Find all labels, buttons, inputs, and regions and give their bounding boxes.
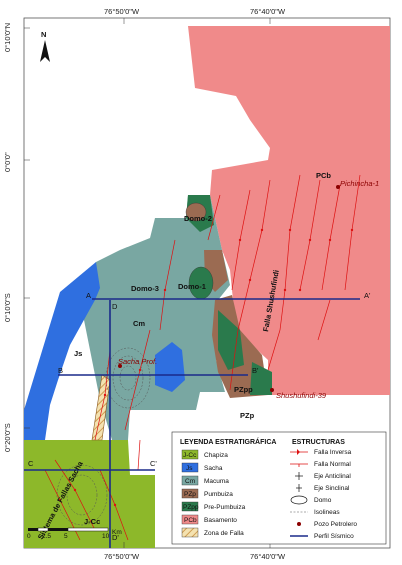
legend-item-falla-normal: Falla Normal (314, 461, 351, 468)
label-profile-d-prime: D' (112, 533, 119, 542)
label-well-sacha: Sacha Prof. (118, 357, 157, 366)
svg-text:PCb: PCb (184, 517, 197, 524)
unit-prepumbuiza-2 (218, 310, 244, 370)
scale-tick-0: 0 (27, 533, 31, 540)
label-profile-b: B (58, 366, 63, 375)
legend-item-domo: Domo (314, 497, 332, 504)
label-well-shushufindi: Shushufindi-39 (276, 391, 327, 400)
seismic-profiles (24, 298, 360, 548)
legend-item-pozo: Pozo Petrolero (314, 521, 357, 528)
isolines (56, 347, 151, 526)
label-pzp: PZp (240, 411, 255, 420)
coord-left-4: 0°20'0"S (3, 423, 12, 452)
well-pichincha (336, 185, 340, 189)
well-sacha (118, 364, 122, 368)
label-domo1: Domo-1 (178, 282, 206, 291)
svg-text:Js: Js (186, 465, 193, 472)
legend-item-basamento: Basamento (204, 517, 237, 524)
unit-prepumbuiza-3 (250, 362, 272, 395)
svg-text:PZpp: PZpp (183, 504, 199, 511)
legend-strat-title: LEYENDA ESTRATIGRÁFICA (180, 437, 276, 446)
well-shushufindi (270, 388, 274, 392)
north-arrow-icon: N (40, 30, 50, 62)
label-profile-c-prime: C' (150, 459, 157, 468)
label-domo3: Domo-3 (131, 284, 159, 293)
svg-text:PZp: PZp (184, 491, 196, 498)
legend-item-zona-falla: Zona de Falla (204, 530, 244, 537)
dome-2 (185, 202, 207, 222)
legend-item-prepumbuiza: Pre-Pumbuiza (204, 504, 246, 511)
label-js: Js (74, 349, 82, 358)
legend-item-sacha: Sacha (204, 465, 223, 472)
legend-item-chapiza: Chapiza (204, 452, 228, 459)
label-profile-a-prime: A' (364, 291, 371, 300)
north-label: N (41, 30, 46, 39)
svg-text:J-Cc: J-Cc (183, 452, 197, 459)
legend-struct-title: ESTRUCTURAS (292, 439, 345, 446)
label-domo2: Domo-2 (184, 214, 212, 223)
unit-macuma (80, 195, 230, 440)
legend-item-eje-sinclinal: Eje Sinclinal (314, 485, 350, 492)
unit-basamento (188, 26, 390, 395)
unit-chapiza (24, 440, 155, 548)
coord-top-2: 76°40'0"W (250, 7, 286, 16)
unit-sacha (24, 262, 100, 440)
scale-tick-1: 2.5 (42, 533, 51, 540)
fault-barbs (58, 228, 354, 507)
coord-bottom-2: 76°40'0"W (250, 552, 286, 561)
legend-item-macuma: Macuma (204, 478, 229, 485)
label-jcc: J-Cc (84, 517, 100, 526)
coord-left-1: 0°10'0"N (3, 23, 12, 52)
legend: LEYENDA ESTRATIGRÁFICA ESTRUCTURAS J-Cc … (171, 431, 387, 545)
legend-struct-items: Falla Inversa Falla Normal Eje Anticlina… (290, 449, 357, 540)
label-well-pichincha: Pichincha-1 (340, 179, 379, 188)
coord-left-3: 0°10'0"S (3, 293, 12, 322)
svg-text:Cm: Cm (185, 478, 195, 485)
legend-item-isolineas: Isolineas (314, 509, 340, 516)
coord-left-2: 0°0'0" (3, 152, 12, 172)
label-pzpp: PZpp (234, 385, 253, 394)
coord-bottom-1: 76°50'0"W (104, 552, 140, 561)
legend-item-eje-anticlinal: Eje Anticlinal (314, 473, 351, 480)
legend-strat-items: J-Cc Chapiza Js Sacha Cm Macuma PZp Pumb… (181, 449, 246, 538)
label-cm: Cm (133, 319, 145, 328)
scale-tick-3: 10 (102, 533, 110, 540)
label-profile-b-prime: B' (252, 366, 259, 375)
label-profile-d: D (112, 302, 118, 311)
legend-item-perfil: Perfil Sísmico (314, 533, 354, 540)
scale-tick-2: 5 (64, 533, 68, 540)
coord-top-1: 76°50'0"W (104, 7, 140, 16)
scale-unit: Km (112, 529, 122, 536)
label-profile-c: C (28, 459, 34, 468)
legend-item-falla-inversa: Falla Inversa (314, 449, 352, 456)
label-pcb: PCb (316, 171, 331, 180)
unit-sacha-east (155, 342, 185, 392)
label-profile-a: A (86, 291, 91, 300)
legend-item-pumbuiza: Pumbuiza (204, 491, 233, 498)
scale-bar: 0 2.5 5 10 Km (27, 527, 122, 540)
